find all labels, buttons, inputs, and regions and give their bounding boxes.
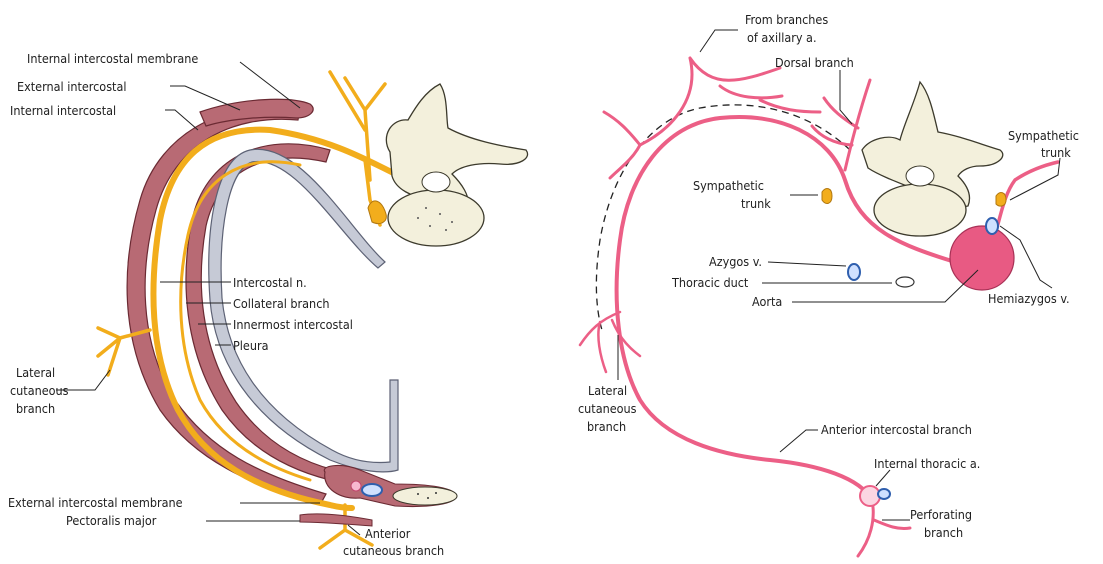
label-sympathetic-left-1: Sympathetic xyxy=(693,178,764,193)
label-lateral-cutaneous-right-3: branch xyxy=(587,419,626,434)
label-dorsal-branch: Dorsal branch xyxy=(775,55,854,70)
label-anterior-cutaneous-1: Anterior xyxy=(365,526,411,541)
label-anterior-cutaneous-2: cutaneous branch xyxy=(343,543,444,558)
leader-azygos xyxy=(768,262,846,266)
label-anterior-intercostal: Anterior intercostal branch xyxy=(821,422,972,437)
aorta xyxy=(950,226,1014,290)
label-from-branches-2: of axillary a. xyxy=(747,30,817,45)
hemiazygos-vein xyxy=(986,218,998,234)
label-pleura: Pleura xyxy=(233,338,268,353)
sympathetic-trunk-right-mark xyxy=(996,193,1006,207)
label-hemiazygos: Hemiazygos v. xyxy=(988,291,1070,306)
label-lateral-cutaneous-right-1: Lateral xyxy=(588,383,627,398)
label-external-intercostal: External intercostal xyxy=(17,79,126,94)
label-intercostal-n: Intercostal n. xyxy=(233,275,307,290)
leader-internal-intercostal xyxy=(165,110,198,130)
vertebra-left xyxy=(386,84,527,246)
label-internal-thoracic: Internal thoracic a. xyxy=(874,456,980,471)
label-innermost-intercostal: Innermost intercostal xyxy=(233,317,353,332)
label-thoracic-duct: Thoracic duct xyxy=(671,275,749,290)
leader-aorta xyxy=(792,270,978,302)
label-lateral-cutaneous-3: branch xyxy=(16,401,55,416)
azygos-vein xyxy=(848,264,860,280)
leader-from-branches xyxy=(700,30,738,52)
label-internal-intercostal: Internal intercostal xyxy=(10,103,116,118)
internal-intercostal-membrane xyxy=(200,99,313,126)
label-sympathetic-right-2: trunk xyxy=(1041,145,1071,160)
label-pectoralis-major: Pectoralis major xyxy=(66,513,157,528)
label-perforating-1: Perforating xyxy=(910,507,972,522)
label-lateral-cutaneous-2: cutaneous xyxy=(10,383,69,398)
label-azygos: Azygos v. xyxy=(709,254,762,269)
label-collateral-branch: Collateral branch xyxy=(233,296,330,311)
perforating-branch-artery xyxy=(858,500,910,556)
lateral-cutaneous-artery xyxy=(580,312,640,372)
sympathetic-ganglion xyxy=(368,201,386,224)
label-lateral-cutaneous-right-2: cutaneous xyxy=(578,401,637,416)
leader-internal-thoracic xyxy=(876,470,890,486)
thoracic-duct xyxy=(896,277,914,287)
label-lateral-cutaneous-1: Lateral xyxy=(16,365,55,380)
sympathetic-trunk-left-mark xyxy=(822,189,832,204)
left-panel: Internal intercostal membrane External i… xyxy=(8,51,528,558)
dorsal-branch-artery xyxy=(812,80,870,170)
right-panel: From branches of axillary a. Dorsal bran… xyxy=(578,12,1079,556)
label-sympathetic-right-1: Sympathetic xyxy=(1008,128,1079,143)
vertebra-right xyxy=(862,82,1003,236)
label-internal-intercostal-membrane: Internal intercostal membrane xyxy=(27,51,198,66)
label-sympathetic-left-2: trunk xyxy=(741,196,771,211)
label-perforating-2: branch xyxy=(924,525,963,540)
leader-anterior-intercostal xyxy=(780,430,818,452)
label-from-branches-1: From branches xyxy=(745,12,828,27)
internal-thoracic-artery xyxy=(860,486,890,506)
label-aorta: Aorta xyxy=(752,294,782,309)
label-external-intercostal-membrane: External intercostal membrane xyxy=(8,495,183,510)
